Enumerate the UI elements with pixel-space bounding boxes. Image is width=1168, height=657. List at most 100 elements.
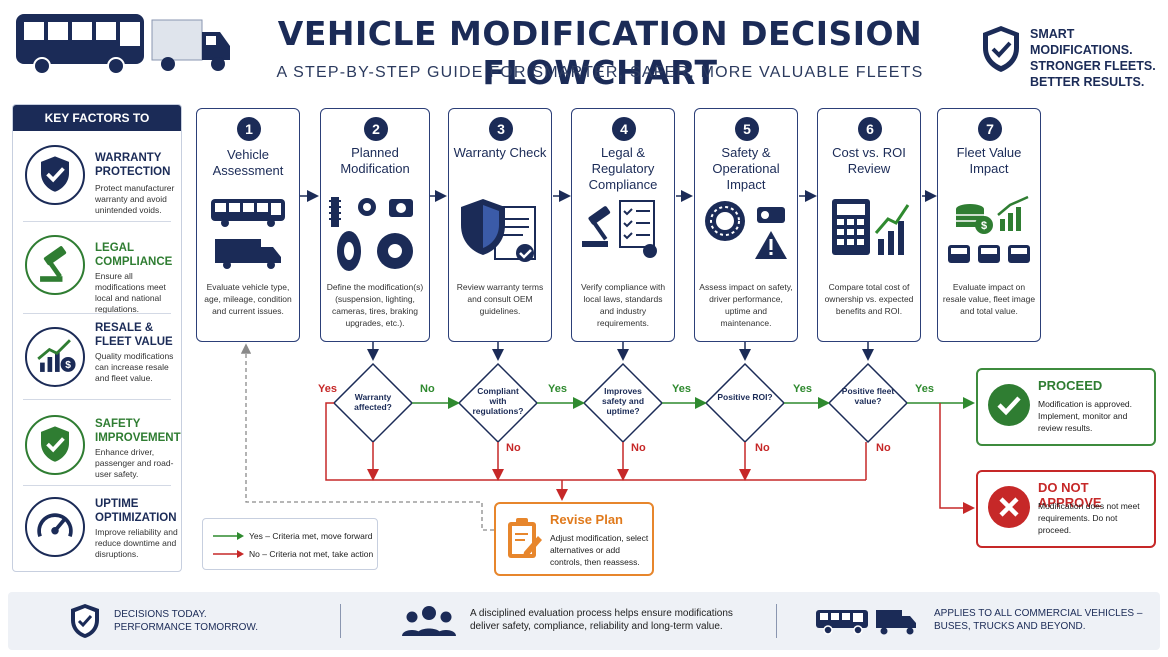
step-card-6: 6 Cost vs. ROI Review Compare total cost…	[817, 108, 921, 342]
step-number: 2	[364, 117, 388, 141]
brake-warning-icon	[705, 201, 787, 259]
key-factors-heading: KEY FACTORS TO CONSIDER	[13, 105, 181, 151]
step-card-5: 5 Safety & Operational Impact Assess imp…	[694, 108, 798, 342]
deny-arrow	[939, 403, 975, 514]
decision-label: Positive ROI?	[717, 392, 773, 402]
clipboard-edit-icon	[508, 518, 542, 558]
step-title: Safety & Operational Impact	[712, 145, 780, 192]
footer-line: PERFORMANCE TOMORROW.	[114, 622, 259, 633]
step-title: Warranty Check	[453, 145, 547, 160]
factor-warranty: WARRANTY PROTECTION Protect manufacturer…	[13, 135, 181, 219]
speedometer-icon	[25, 497, 85, 557]
tagline-line: STRONGER FLEETS.	[1030, 59, 1156, 73]
x-circle-icon	[988, 486, 1030, 528]
money-growth-icon: $	[948, 195, 1030, 263]
factor-desc: Protect manufacturer warranty and avoid …	[95, 183, 175, 215]
factor-desc: Enhance driver, passenger and road-user …	[95, 447, 174, 479]
shield-check-icon	[25, 145, 85, 205]
decision-label: Warranty affected?	[354, 392, 392, 412]
no-label: No	[755, 442, 770, 454]
step-desc: Define the modification(s) (suspension, …	[326, 282, 424, 328]
divider	[23, 221, 171, 222]
decision-diamond	[704, 362, 786, 444]
no-label: No	[631, 442, 646, 454]
step-title: Legal & Regulatory Compliance	[588, 145, 658, 192]
factor-desc: Quality modifications can increase resal…	[95, 351, 174, 383]
factor-title: UPTIME OPTIMIZATION	[95, 498, 177, 524]
step-card-4: 4 Legal & Regulatory Compliance Verify c…	[571, 108, 675, 342]
yes-label: Yes	[793, 383, 812, 395]
legend: Yes – Criteria met, move forward No – Cr…	[202, 518, 378, 570]
calculator-chart-icon	[832, 199, 910, 255]
yes-label: Yes	[548, 383, 567, 395]
step-card-7: 7 Fleet Value Impact $ Evaluate impact o…	[937, 108, 1041, 342]
factor-title: LEGAL COMPLIANCE	[95, 242, 173, 268]
reassess-loop	[240, 343, 494, 531]
revise-plan-box: Revise Plan Adjust modification, select …	[494, 502, 654, 576]
factor-uptime: UPTIME OPTIMIZATION Improve reliability …	[13, 487, 181, 571]
step-number: 7	[978, 117, 1002, 141]
factor-resale: $ RESALE & FLEET VALUE Quality modificat…	[13, 317, 181, 401]
header-vehicles-illustration	[16, 14, 230, 75]
no-label: No	[420, 383, 435, 395]
decision-label: Positive fleet value?	[841, 386, 895, 406]
gavel-icon	[25, 235, 85, 295]
page-subtitle: A STEP-BY-STEP GUIDE FOR SMARTER, SAFER,…	[276, 64, 924, 81]
factor-desc: Improve reliability and reduce downtime …	[95, 527, 178, 559]
gavel-checklist-icon	[582, 200, 657, 258]
shield-check-icon	[983, 26, 1019, 72]
step-card-3: 3 Warranty Check Review warranty terms a…	[448, 108, 552, 342]
tagline-line: BETTER RESULTS.	[1030, 75, 1145, 89]
step-card-1: 1 Vehicle Assessment Evaluate vehicle ty…	[196, 108, 300, 342]
decision-label: Compliant with regulations?	[472, 386, 524, 416]
proceed-desc: Modification is approved. Implement, mon…	[1038, 399, 1133, 433]
parts-icon	[329, 197, 413, 271]
footer-line: APPLIES TO ALL COMMERCIAL VEHICLES –	[934, 608, 1143, 619]
step-number: 6	[858, 117, 882, 141]
tagline: SMART MODIFICATIONS. STRONGER FLEETS. BE…	[1030, 26, 1165, 90]
yes-label: Yes	[672, 383, 691, 395]
divider	[23, 485, 171, 486]
divider	[776, 604, 777, 638]
proceed-box: PROCEED Modification is approved. Implem…	[976, 368, 1156, 446]
do-not-approve-title: DO NOT APPROVE	[1038, 480, 1102, 510]
step-desc: Review warranty terms and consult OEM gu…	[456, 282, 544, 316]
shield-check-icon	[25, 415, 85, 475]
step-number: 1	[237, 117, 261, 141]
factor-desc: Ensure all modifications meet local and …	[95, 271, 166, 314]
divider	[23, 399, 171, 400]
chart-dollar-icon: $	[25, 327, 85, 387]
step-desc: Compare total cost of ownership vs. expe…	[824, 282, 914, 316]
check-circle-icon	[988, 384, 1030, 426]
truck-icon	[151, 19, 230, 71]
footer-right-text: APPLIES TO ALL COMMERCIAL VEHICLES – BUS…	[934, 607, 1142, 633]
footer-line: DECISIONS TODAY.	[114, 609, 207, 620]
step-title: Fleet Value Impact	[956, 145, 1022, 176]
revise-plan-title: Revise Plan	[550, 512, 623, 527]
divider	[23, 313, 171, 314]
tagline-line: SMART MODIFICATIONS.	[1030, 27, 1133, 57]
factor-title: RESALE & FLEET VALUE	[95, 322, 173, 348]
svg-text:$: $	[981, 220, 987, 232]
step-title: Cost vs. ROI Review	[832, 145, 906, 176]
bus-truck-icon	[816, 610, 916, 635]
divider	[340, 604, 341, 638]
factor-legal: LEGAL COMPLIANCE Ensure all modification…	[13, 225, 181, 314]
step-card-2: 2 Planned Modification Define the modifi…	[320, 108, 430, 342]
decision-diamond	[827, 362, 909, 444]
step-desc: Verify compliance with local laws, stand…	[580, 282, 666, 328]
factor-title: SAFETY IMPROVEMENT	[95, 418, 181, 444]
bus-icon	[16, 14, 144, 75]
footer-line: deliver safety, compliance, reliability …	[470, 621, 723, 632]
footer-left-text: DECISIONS TODAY. PERFORMANCE TOMORROW.	[114, 608, 258, 634]
decision-label: Improves safety and uptime?	[601, 386, 645, 416]
legend-arrows	[213, 532, 244, 558]
no-label: No	[506, 442, 521, 454]
step-title: Vehicle Assessment	[212, 147, 284, 178]
step-desc: Evaluate impact on resale value, fleet i…	[942, 282, 1036, 316]
page-title: VEHICLE MODIFICATION DECISION FLOWCHART	[277, 14, 923, 92]
no-label: No	[876, 442, 891, 454]
factor-title: WARRANTY PROTECTION	[95, 152, 171, 178]
key-factors-panel: KEY FACTORS TO CONSIDER WARRANTY PROTECT…	[12, 104, 182, 572]
